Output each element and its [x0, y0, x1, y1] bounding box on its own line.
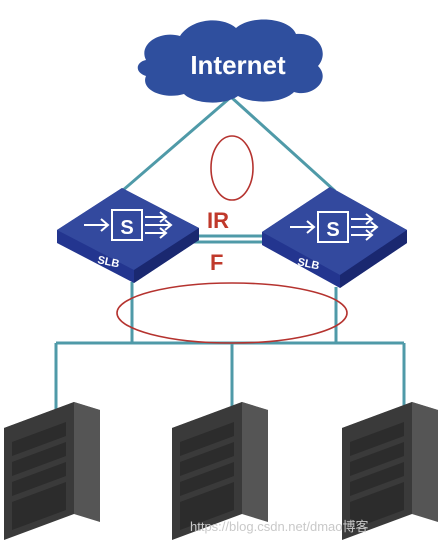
- uplinks: [121, 95, 337, 193]
- irf-label-line2: F: [210, 250, 223, 275]
- slb-switch-right: S SLB: [262, 187, 407, 288]
- switch-icon-letter: S: [326, 219, 339, 241]
- switch-icon: [290, 211, 379, 243]
- switch-label: SLB: [296, 256, 320, 272]
- switch-icon: [84, 209, 173, 241]
- slb-switch-left: S SLB: [57, 188, 199, 283]
- server-right: [342, 402, 438, 540]
- switch-label: SLB: [96, 254, 120, 270]
- switch-edge: [134, 228, 199, 283]
- downlink-highlight-ellipse: [116, 282, 348, 344]
- uplink-left: [121, 95, 232, 193]
- downlinks: [54, 282, 406, 410]
- irf-label-line1: IR: [207, 208, 229, 233]
- switch-edge: [340, 230, 407, 288]
- tower-server-icon: [172, 402, 268, 540]
- tower-server-icon: [4, 402, 100, 540]
- watermark-text: https://blog.csdn.net/dmao博客: [190, 519, 369, 534]
- uplink-right: [229, 95, 337, 193]
- server-middle: [172, 402, 268, 540]
- switch-icon-letter: S: [120, 217, 133, 239]
- cloud-icon: [137, 19, 323, 103]
- internet-label: Internet: [190, 50, 286, 80]
- internet-cloud: Internet: [137, 19, 323, 103]
- irf-highlight-ellipse: [210, 135, 254, 201]
- server-left: [4, 402, 100, 540]
- irf-links: [192, 234, 262, 244]
- tower-server-icon: [342, 402, 438, 540]
